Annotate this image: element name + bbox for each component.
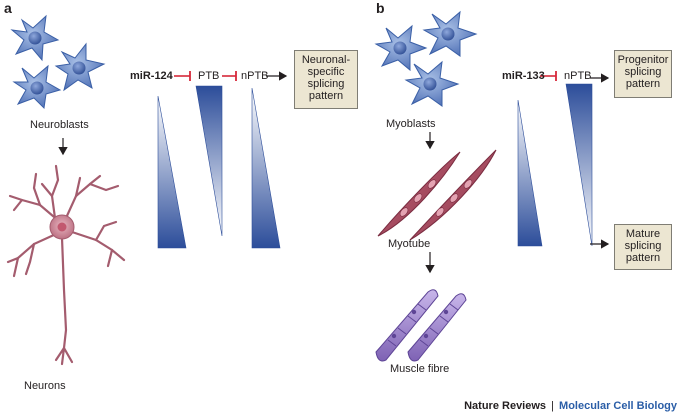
myoblast-cell-2 <box>422 10 478 57</box>
ptb-gradient <box>195 85 223 237</box>
neuroblast-cell-3 <box>12 64 62 110</box>
credit-separator: | <box>551 400 554 412</box>
nucleus-icon <box>72 61 86 75</box>
nptb-gradient-b <box>565 83 593 247</box>
myoblast-cell-1 <box>374 24 428 72</box>
myotube-label: Myotube <box>388 238 431 250</box>
mir-133-label: miR-133 <box>502 70 545 82</box>
outcome-line: splicing <box>307 78 345 90</box>
nucleus-icon <box>30 81 44 95</box>
outcome-line: pattern <box>625 252 661 264</box>
nucleus-icon <box>57 222 67 232</box>
outcome-line: pattern <box>625 78 661 90</box>
myoblast-cell-3 <box>404 60 460 107</box>
journal-credit: Nature Reviews | Molecular Cell Biology <box>464 400 677 412</box>
outcome-line: specific <box>307 66 345 78</box>
nptb-gradient-a <box>251 87 281 249</box>
myoblasts-label: Myoblasts <box>386 118 436 130</box>
nucleus-icon <box>28 31 42 45</box>
myotube-2 <box>409 149 497 241</box>
nptb-label-b: nPTB <box>564 70 592 82</box>
nucleus-icon <box>441 27 455 41</box>
panel-b-label: b <box>376 0 385 16</box>
outcome-line: splicing <box>624 66 662 78</box>
outcome-line: pattern <box>308 90 344 102</box>
nptb-label-a: nPTB <box>241 70 269 82</box>
neuron-cell <box>6 164 126 366</box>
mature-splicing-box: Mature splicing pattern <box>614 224 672 270</box>
outcome-line: splicing <box>624 240 662 252</box>
outcome-line: Progenitor <box>617 54 669 66</box>
neuronal-splicing-box: Neuronal- specific splicing pattern <box>294 50 358 109</box>
journal-name: Nature Reviews <box>464 400 547 412</box>
muscle-fibre-label: Muscle fibre <box>390 363 450 375</box>
mir-124-label: miR-124 <box>130 70 173 82</box>
ptb-label: PTB <box>198 70 220 82</box>
neuroblast-cell-1 <box>10 14 60 62</box>
myotube-1 <box>377 151 461 237</box>
muscle-fibre-1 <box>375 289 439 362</box>
neurons-label: Neurons <box>24 380 66 392</box>
panel-a-label: a <box>4 0 12 16</box>
neuroblast-cell-2 <box>54 42 106 92</box>
progenitor-splicing-box: Progenitor splicing pattern <box>614 50 672 98</box>
muscle-fibre-2 <box>407 293 467 362</box>
nucleus-icon <box>423 77 437 91</box>
outcome-line: Mature <box>625 228 661 240</box>
journal-subject: Molecular Cell Biology <box>559 400 677 412</box>
mir-133-gradient <box>517 99 543 247</box>
mir-124-gradient <box>157 95 187 249</box>
nucleus-icon <box>393 41 407 55</box>
neuroblasts-label: Neuroblasts <box>30 119 89 131</box>
outcome-line: Neuronal- <box>301 54 351 66</box>
